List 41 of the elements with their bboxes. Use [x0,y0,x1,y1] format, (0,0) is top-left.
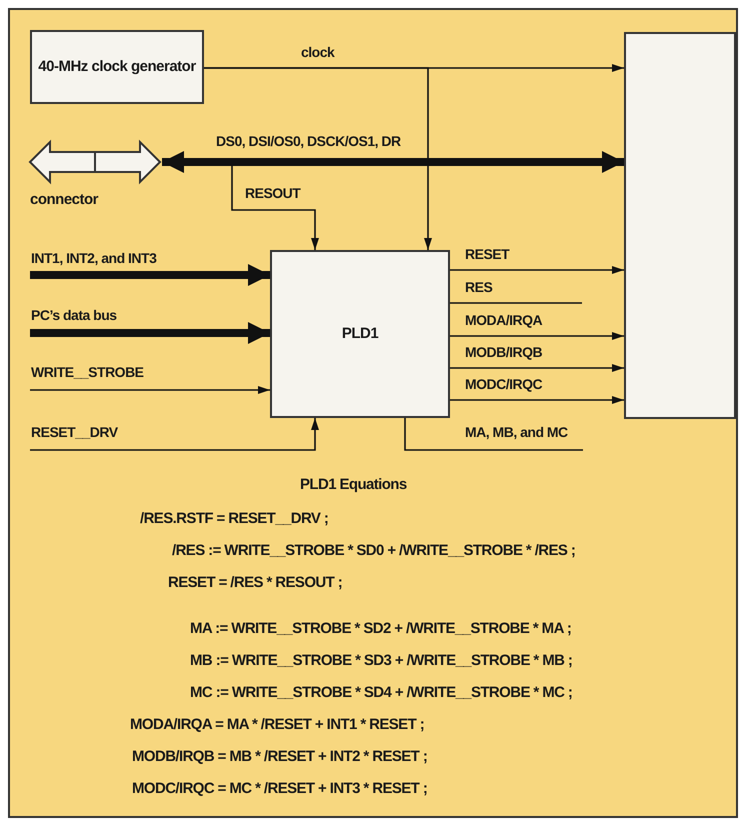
arrow [450,332,624,340]
signal-line [404,418,583,451]
arrow [30,386,270,394]
arrow [450,364,624,372]
signal-label: MODC/IRQC [464,376,544,392]
equation-text: RESET = /RES * RESOUT ; [168,574,342,591]
bus-arrow [30,264,270,286]
box-label: 40-MHz clock generator [38,56,196,77]
equation-text: MC := WRITE__STROBE * SD4 + /WRITE__STROBE * MC ; [190,684,572,701]
bus-arrow [30,322,270,344]
signal-label: RESOUT [244,185,302,201]
section-heading: PLD1 Equations [300,476,407,493]
process-box [30,30,204,104]
signal-label: WRITE__STROBE [30,364,145,380]
equation-text: MODC/IRQC = MC * /RESET + INT3 * RESET ; [132,780,428,797]
logic-device-box [270,250,450,418]
signal-label: RES [464,279,494,295]
equation-text: MODB/IRQB = MB * /RESET + INT2 * RESET ; [132,748,428,765]
signal-label: PC’s data bus [30,307,118,323]
equation-text: /RES.RSTF = RESET__DRV ; [140,510,328,527]
signal-label: MODA/IRQA [464,312,544,328]
signal-label: MA, MB, and MC [464,424,569,440]
connector-label: connector [30,190,98,210]
arrow [450,396,624,404]
signal-label: DS0, DSI/OS0, DSCK/OS1, DR [215,133,402,149]
arrow [450,266,624,274]
arrow [30,418,319,451]
signal-line [450,302,582,304]
processor-box [624,32,736,419]
signal-label: clock [300,44,336,60]
equation-text: /RES := WRITE__STROBE * SD0 + /WRITE__STROBE * /RES ; [172,542,576,559]
signal-label: MODB/IRQB [464,344,544,360]
equation-text: MB := WRITE__STROBE * SD3 + /WRITE__STROBE * MB ; [190,652,572,669]
equation-text: MODA/IRQA = MA * /RESET + INT1 * RESET ; [130,716,424,733]
signal-label: RESET__DRV [30,424,119,440]
bus-arrow [162,151,624,173]
signal-label: RESET [464,246,510,262]
arrow [204,67,432,250]
signal-label: INT1, INT2, and INT3 [30,250,158,266]
box-label: PLD1 [342,324,378,344]
equation-text: MA := WRITE__STROBE * SD2 + /WRITE__STROBE * MA ; [190,620,572,637]
